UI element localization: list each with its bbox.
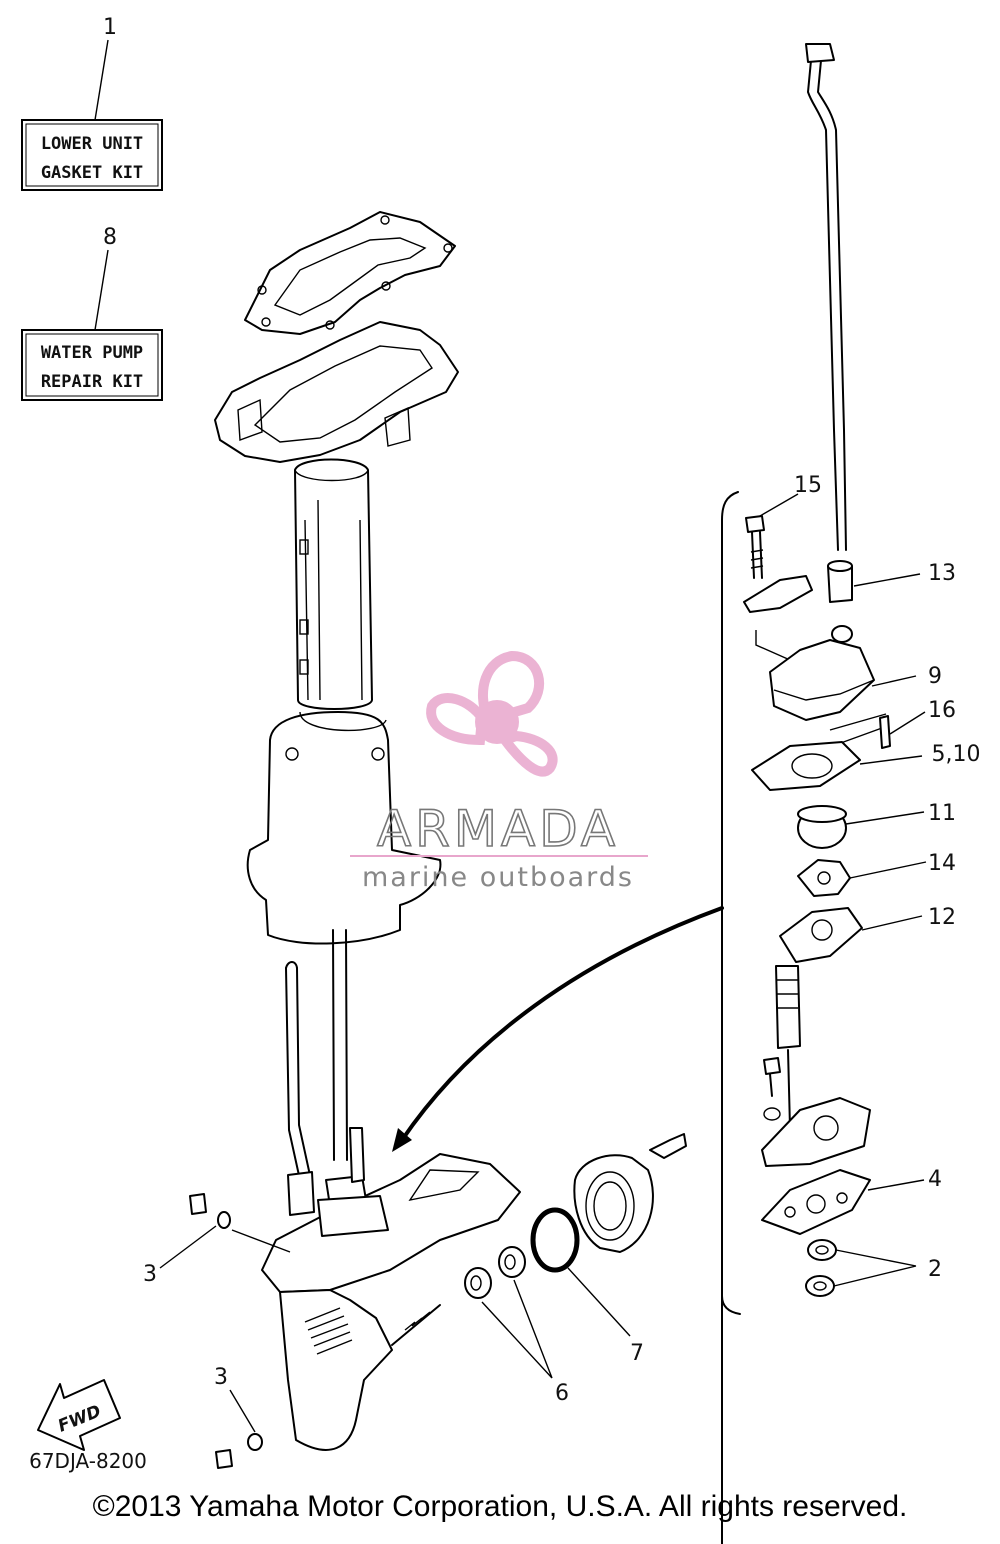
lower-unit-gasket-kit-label: 1 LOWER UNIT GASKET KIT [21, 15, 163, 191]
callout-15: 15 [794, 473, 822, 498]
callout-6: 6 [555, 1381, 569, 1406]
armada-watermark: ARMADA marine outboards [350, 650, 648, 893]
callout-numbers: 15 13 9 16 5,10 11 14 12 4 2 3 3 7 6 [143, 473, 980, 1406]
water-pump-assembly [392, 43, 891, 1544]
callout-16: 16 [928, 698, 956, 723]
copyright-notice: ©2013 Yamaha Motor Corporation, U.S.A. A… [92, 1490, 908, 1523]
callout-9: 9 [928, 664, 942, 689]
water-pump-repair-kit-label: 8 WATER PUMP REPAIR KIT [21, 225, 163, 401]
fwd-arrow: FWD [37, 1379, 121, 1451]
callout-14: 14 [928, 851, 956, 876]
propeller-shaft-housing [573, 1133, 687, 1253]
bolt-bottom [215, 1433, 263, 1469]
kit-1-line1: LOWER UNIT [41, 134, 143, 154]
drive-shaft-and-water-tube [285, 929, 348, 1181]
kit-8-line1: WATER PUMP [41, 343, 143, 363]
callout-1: 1 [103, 15, 117, 40]
callout-2: 2 [928, 1257, 942, 1282]
callout-8: 8 [103, 225, 117, 250]
callout-3-upper: 3 [143, 1262, 157, 1287]
callout-7: 7 [630, 1341, 644, 1366]
kit-1-line2: GASKET KIT [41, 163, 143, 183]
callout-5-10: 5,10 [932, 742, 981, 767]
watermark-brand: ARMADA [377, 800, 619, 858]
drawing-number: 67DJA-8200 [29, 1449, 147, 1473]
callout-4: 4 [928, 1167, 942, 1192]
o-ring [530, 1207, 580, 1273]
upper-gasket [244, 211, 456, 335]
callout-13: 13 [928, 561, 956, 586]
lower-case [261, 1127, 521, 1451]
oil-seals [464, 1246, 526, 1299]
callout-12: 12 [928, 905, 956, 930]
leader-lines [159, 493, 927, 1433]
callout-3-lower: 3 [214, 1365, 228, 1390]
bolt-top [189, 1193, 231, 1229]
propeller-logo-icon [426, 650, 558, 777]
kit-8-line2: REPAIR KIT [41, 372, 143, 392]
callout-11: 11 [928, 801, 956, 826]
drive-shaft-housing [214, 321, 459, 945]
watermark-tagline: marine outboards [362, 862, 634, 893]
